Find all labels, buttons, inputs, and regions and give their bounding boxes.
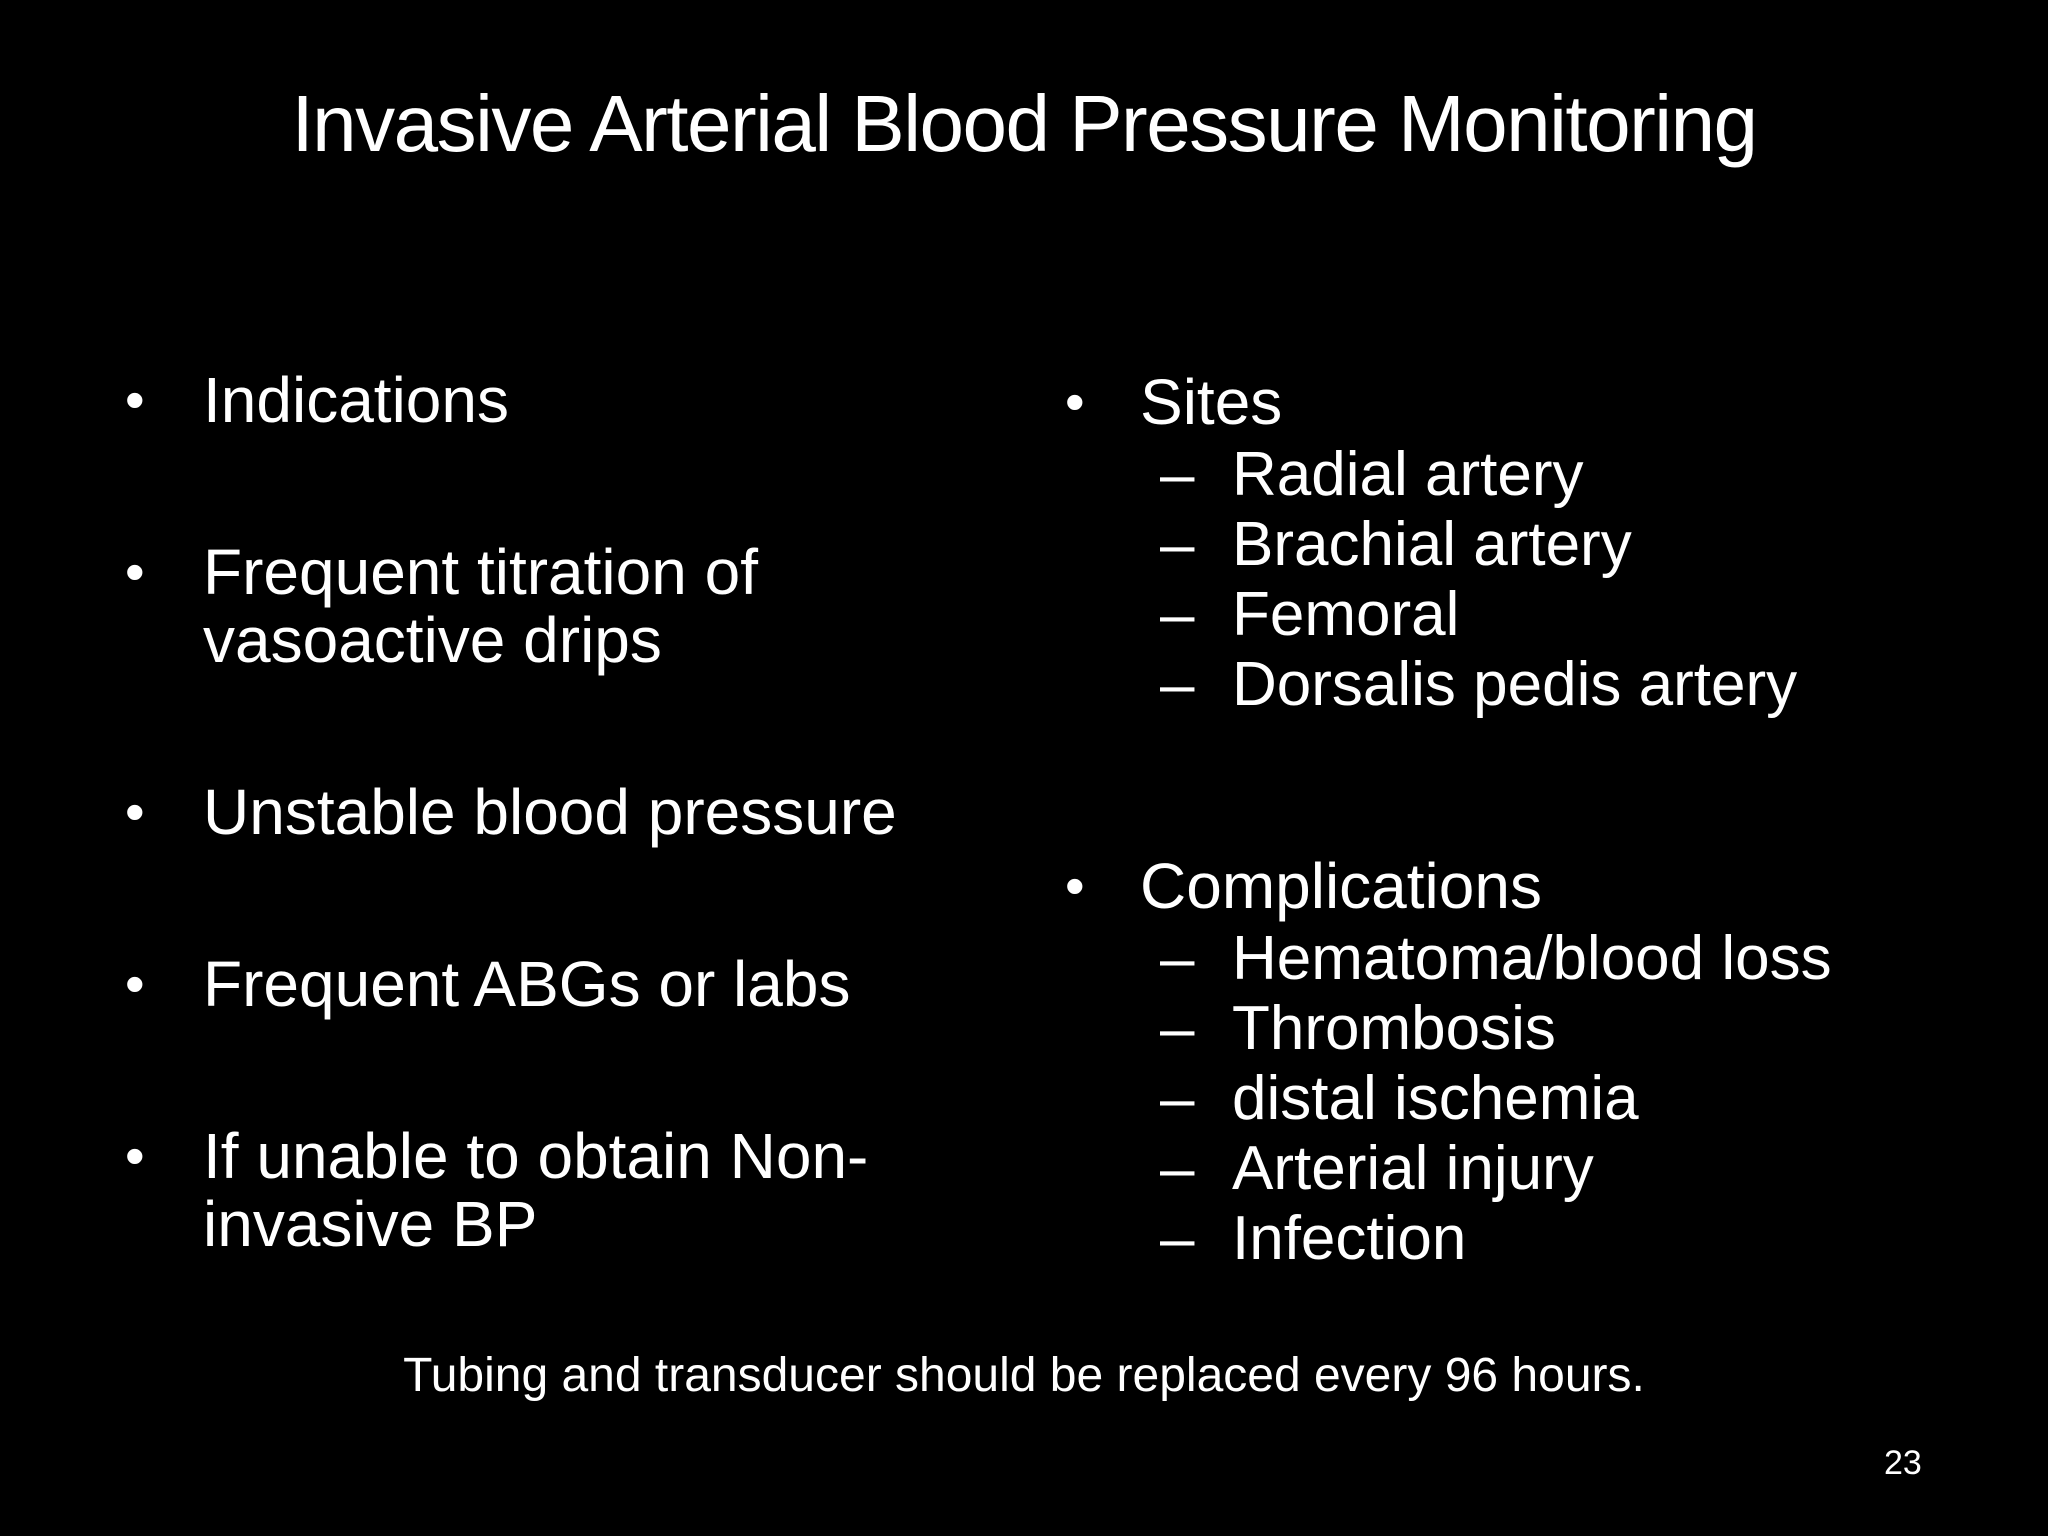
sub-list-item: – Femoral xyxy=(1160,580,2005,650)
dash-icon: – xyxy=(1160,580,1195,649)
sub-list-item-text: Radial artery xyxy=(1232,440,1584,509)
dash-icon: – xyxy=(1160,440,1195,509)
sub-list-item: – Hematoma/blood loss xyxy=(1160,924,2005,994)
sub-list-item: – Dorsalis pedis artery xyxy=(1160,650,2005,720)
sub-list-item: – Arterial injury xyxy=(1160,1134,2005,1204)
dash-icon: – xyxy=(1160,510,1195,579)
dash-icon: – xyxy=(1160,1134,1195,1203)
dash-icon: – xyxy=(1160,1064,1195,1133)
list-item-text: Frequent titration of vasoactive drips xyxy=(203,536,758,676)
list-item: • If unable to obtain Non- invasive BP xyxy=(125,1122,945,1258)
sub-list-item: – Thrombosis xyxy=(1160,994,2005,1064)
list-item: • Unstable blood pressure xyxy=(125,778,945,846)
bullet-icon: • xyxy=(125,780,145,843)
sub-list-item-text: Thrombosis xyxy=(1232,994,1556,1063)
bullet-list-left: • Indications • Frequent titration of va… xyxy=(125,366,945,1362)
bullet-icon: • xyxy=(1065,854,1085,917)
sub-list-item-text: Infection xyxy=(1232,1204,1467,1273)
list-item: • Complications xyxy=(1065,852,2005,920)
sub-list-item-text: Hematoma/blood loss xyxy=(1232,924,1832,993)
sub-list-item: – Brachial artery xyxy=(1160,510,2005,580)
dash-icon: – xyxy=(1160,994,1195,1063)
sub-list-item-text: Dorsalis pedis artery xyxy=(1232,650,1798,719)
group-title: Complications xyxy=(1140,850,1542,922)
sub-list-item-text: Femoral xyxy=(1232,580,1460,649)
bullet-icon: • xyxy=(125,368,145,431)
list-item: • Frequent ABGs or labs xyxy=(125,950,945,1018)
bullet-icon: • xyxy=(125,540,145,603)
sub-list-item: – Radial artery xyxy=(1160,440,2005,510)
sub-list: – Radial artery – Brachial artery – Femo… xyxy=(1160,440,2005,720)
dash-icon: – xyxy=(1160,924,1195,993)
list-item-text: If unable to obtain Non- invasive BP xyxy=(203,1120,869,1260)
bullet-list-right: • Sites – Radial artery – Brachial arter… xyxy=(1065,368,2005,1274)
slide-title: Invasive Arterial Blood Pressure Monitor… xyxy=(291,79,1758,168)
dash-icon: – xyxy=(1160,650,1195,719)
group-title: Sites xyxy=(1140,366,1283,438)
sub-list-item-text: Arterial injury xyxy=(1232,1134,1594,1203)
list-item-text: Indications xyxy=(203,364,509,436)
list-item-text: Unstable blood pressure xyxy=(203,776,897,848)
list-group-complications: • Complications – Hematoma/blood loss – … xyxy=(1065,852,2005,1274)
page-number: 23 xyxy=(1884,1444,1922,1482)
footer-note: Tubing and transducer should be replaced… xyxy=(403,1349,1645,1402)
list-item: • Sites xyxy=(1065,368,2005,436)
bullet-icon: • xyxy=(125,952,145,1015)
sub-list: – Hematoma/blood loss – Thrombosis – dis… xyxy=(1160,924,2005,1274)
dash-icon: – xyxy=(1160,1204,1195,1273)
list-item: • Indications xyxy=(125,366,945,434)
sub-list-item-text: Brachial artery xyxy=(1232,510,1632,579)
sub-list-item: – Infection xyxy=(1160,1204,2005,1274)
sub-list-item-text: distal ischemia xyxy=(1232,1064,1639,1133)
sub-list-item: – distal ischemia xyxy=(1160,1064,2005,1134)
bullet-icon: • xyxy=(1065,370,1085,433)
bullet-icon: • xyxy=(125,1124,145,1187)
list-group-sites: • Sites – Radial artery – Brachial arter… xyxy=(1065,368,2005,720)
list-item-text: Frequent ABGs or labs xyxy=(203,948,851,1020)
list-item: • Frequent titration of vasoactive drips xyxy=(125,538,945,674)
